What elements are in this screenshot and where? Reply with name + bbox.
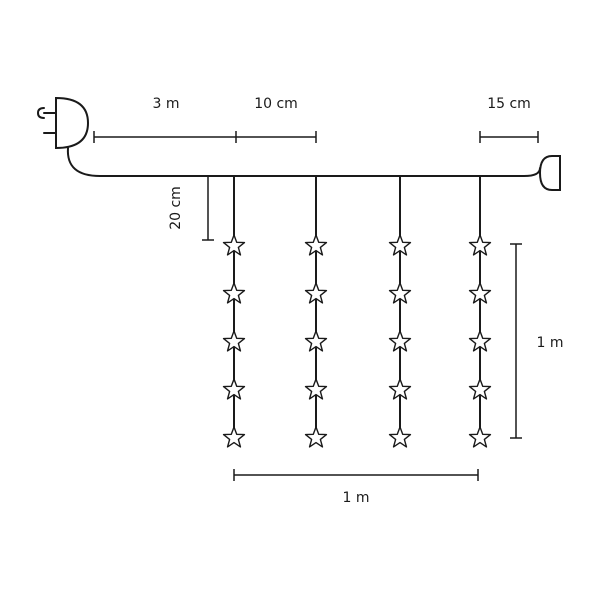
cable-end-curve	[523, 167, 541, 177]
cable-length-label: 3 m	[153, 96, 180, 112]
strand-spacing-dimension: 10 cm	[235, 96, 317, 143]
star-light-icon	[468, 282, 492, 304]
star-light-icon	[304, 378, 328, 400]
curtain-width-label: 1 m	[343, 490, 370, 506]
star-light-icon	[222, 378, 246, 400]
star-light-icon	[304, 330, 328, 352]
light-strand	[468, 175, 492, 448]
curtain-height-dimension: 1 m	[510, 243, 564, 439]
star-light-icon	[388, 378, 412, 400]
drop-length-dimension: 20 cm	[168, 175, 214, 241]
star-light-icon	[468, 330, 492, 352]
curtain-width-dimension: 1 m	[233, 469, 479, 506]
light-strand	[388, 175, 412, 448]
star-light-icon	[468, 234, 492, 256]
strand-spacing-label: 10 cm	[254, 96, 298, 112]
curtain-height-label: 1 m	[537, 335, 564, 351]
star-light-icon	[468, 378, 492, 400]
power-plug-icon	[36, 96, 101, 177]
star-light-icon	[388, 330, 412, 352]
star-light-icon	[222, 282, 246, 304]
end-cable-label: 15 cm	[487, 96, 531, 112]
end-cap-icon	[538, 155, 561, 191]
cable-length-dimension: 3 m	[93, 96, 236, 143]
star-light-icon	[388, 234, 412, 256]
star-light-icon	[222, 330, 246, 352]
star-light-icon	[304, 426, 328, 448]
light-strand	[222, 175, 246, 448]
star-light-icon	[222, 426, 246, 448]
star-light-icon	[388, 426, 412, 448]
drop-length-label: 20 cm	[168, 186, 184, 230]
light-strand	[304, 175, 328, 448]
star-light-icon	[222, 234, 246, 256]
star-light-icon	[304, 282, 328, 304]
light-strands	[222, 175, 492, 448]
star-light-icon	[304, 234, 328, 256]
star-light-icon	[468, 426, 492, 448]
end-cable-dimension: 15 cm	[479, 96, 539, 143]
star-light-icon	[388, 282, 412, 304]
